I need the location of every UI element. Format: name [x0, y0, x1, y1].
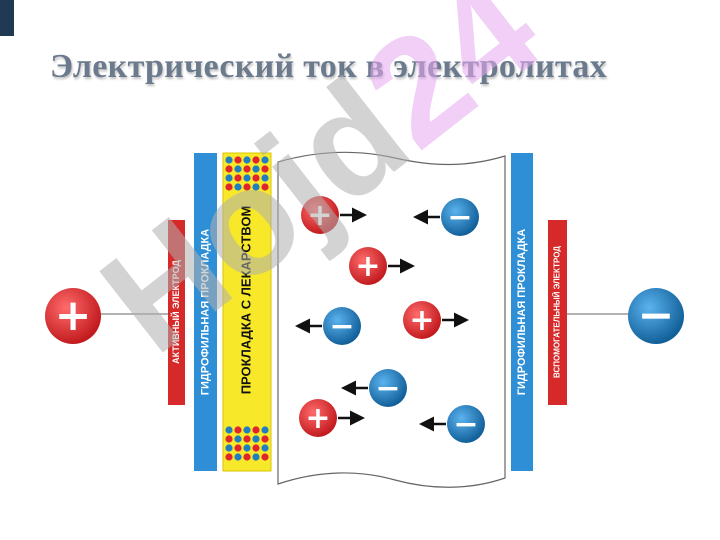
drug-negative-dot — [261, 174, 269, 182]
drug-positive-dot — [243, 165, 251, 173]
drug-negative-dot — [234, 435, 242, 443]
ion-sign: + — [355, 249, 380, 284]
hydrophilic-pad-left: ГИДРОФИЛЬНАЯ ПРОКЛАДКА — [194, 153, 217, 471]
drug-negative-dot — [225, 174, 233, 182]
drug-negative-dot — [234, 165, 242, 173]
drug-positive-dot — [234, 174, 242, 182]
drug-negative-dot — [243, 174, 251, 182]
drug-negative-dot — [243, 426, 251, 434]
electrolyte-region — [277, 151, 506, 488]
ion-sign: − — [375, 371, 400, 406]
hydrophilic-pad-right: ГИДРОФИЛЬНАЯ ПРОКЛАДКА — [511, 153, 533, 471]
drug-negative-dot — [243, 156, 251, 164]
drug-negative-dot — [252, 453, 260, 461]
positive-ion: + — [349, 247, 415, 285]
drug-negative-dot — [243, 444, 251, 452]
positive-ion: + — [301, 196, 367, 234]
slide-corner-accent — [0, 0, 14, 36]
ion-sign: + — [307, 198, 332, 233]
drug-positive-dot — [225, 183, 233, 191]
ion-sign: + — [409, 303, 434, 338]
drug-negative-dot — [234, 183, 242, 191]
hydrophilic-pad-right-label: ГИДРОФИЛЬНАЯ ПРОКЛАДКА — [516, 229, 528, 395]
auxiliary-electrode: ВСПОМОГАТЕЛЬНЫЙ ЭЛЕКТРОД — [548, 220, 567, 405]
negative-terminal: − — [628, 288, 684, 344]
hydrophilic-pad-left-label: ГИДРОФИЛЬНАЯ ПРОКЛАДКА — [199, 229, 211, 395]
drug-positive-dot — [243, 435, 251, 443]
negative-ion: − — [413, 198, 479, 236]
drug-positive-dot — [252, 426, 260, 434]
drug-pad: ПРОКЛАДКА С ЛЕКАРСТВОМ — [222, 152, 272, 472]
drug-positive-dot — [234, 444, 242, 452]
ion-sign: − — [329, 309, 354, 344]
drug-negative-dot — [225, 444, 233, 452]
drug-positive-dot — [261, 453, 269, 461]
drug-pad-ions-top — [225, 156, 269, 191]
ion-sign: + — [305, 401, 330, 436]
negative-ion: − — [295, 307, 361, 345]
drug-positive-dot — [252, 156, 260, 164]
drug-positive-dot — [234, 426, 242, 434]
drug-negative-dot — [225, 426, 233, 434]
drug-pad-ions-bottom — [225, 426, 269, 461]
drug-negative-dot — [234, 453, 242, 461]
positive-terminal-sign: + — [55, 290, 92, 341]
ions-layer: +−+−+−+− — [295, 196, 485, 443]
drug-positive-dot — [234, 156, 242, 164]
drug-negative-dot — [252, 435, 260, 443]
drug-positive-dot — [225, 453, 233, 461]
drug-positive-dot — [252, 174, 260, 182]
ion-sign: − — [447, 200, 472, 235]
drug-positive-dot — [243, 453, 251, 461]
active-electrode-label: АКТИВНЫЙ ЭЛЕКТРОД — [170, 260, 181, 364]
slide-title: Электрический ток в электролитах — [50, 48, 608, 85]
drug-negative-dot — [261, 156, 269, 164]
drug-positive-dot — [243, 183, 251, 191]
drug-negative-dot — [261, 444, 269, 452]
auxiliary-electrode-label: ВСПОМОГАТЕЛЬНЫЙ ЭЛЕКТРОД — [553, 246, 562, 378]
drug-positive-dot — [261, 165, 269, 173]
drug-negative-dot — [252, 165, 260, 173]
negative-ion: − — [341, 369, 407, 407]
drug-positive-dot — [261, 183, 269, 191]
drug-positive-dot — [225, 435, 233, 443]
positive-ion: + — [299, 399, 365, 437]
drug-positive-dot — [261, 435, 269, 443]
drug-positive-dot — [225, 165, 233, 173]
drug-negative-dot — [261, 426, 269, 434]
drug-negative-dot — [225, 156, 233, 164]
negative-terminal-sign: − — [638, 290, 675, 341]
active-electrode: АКТИВНЫЙ ЭЛЕКТРОД — [168, 220, 185, 405]
drug-pad-label: ПРОКЛАДКА С ЛЕКАРСТВОМ — [238, 206, 253, 395]
negative-ion: − — [419, 405, 485, 443]
drug-positive-dot — [252, 444, 260, 452]
positive-terminal: + — [45, 288, 101, 344]
positive-ion: + — [403, 301, 469, 339]
drug-negative-dot — [252, 183, 260, 191]
ion-sign: − — [453, 407, 478, 442]
